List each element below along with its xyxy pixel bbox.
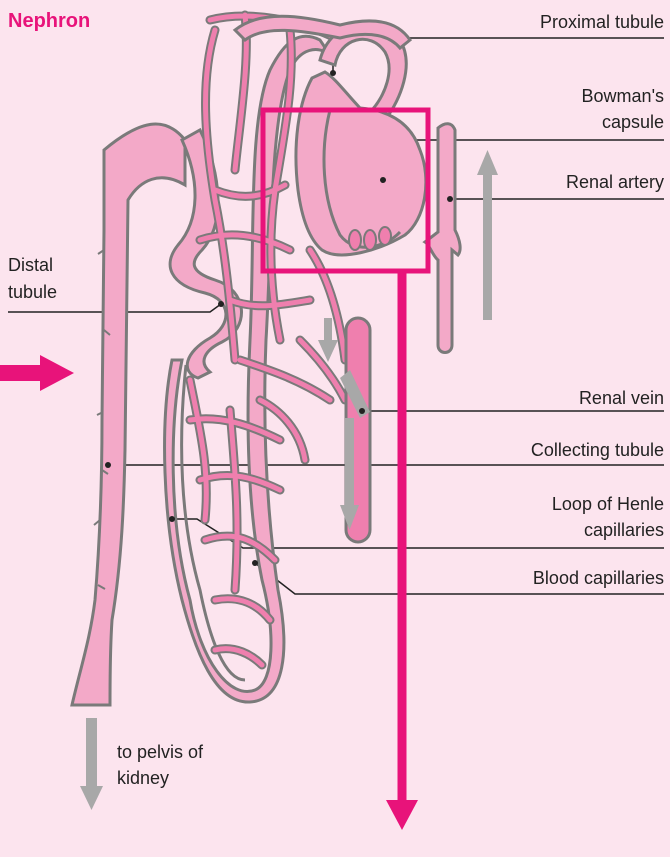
label-blood-capillaries: Blood capillaries xyxy=(533,566,664,590)
label-distal-tubule-line2: tubule xyxy=(8,280,57,304)
bowmans-capsule-shape xyxy=(296,72,426,255)
magenta-down-arrow-head xyxy=(386,800,418,830)
left-magenta-arrow xyxy=(0,355,74,391)
label-loop-of-henle-line2: capillaries xyxy=(584,518,664,542)
label-renal-artery: Renal artery xyxy=(566,170,664,194)
diagram-title: Nephron xyxy=(8,10,90,33)
label-proximal-tubule: Proximal tubule xyxy=(540,10,664,34)
label-distal-tubule-line1: Distal xyxy=(8,253,53,277)
label-bowmans-capsule-line1: Bowman's xyxy=(582,84,664,108)
label-bowmans-capsule-line2: capsule xyxy=(602,110,664,134)
label-loop-of-henle-line1: Loop of Henle xyxy=(552,492,664,516)
label-collecting-tubule: Collecting tubule xyxy=(531,438,664,462)
label-renal-vein: Renal vein xyxy=(579,386,664,410)
label-to-pelvis-line1: to pelvis of xyxy=(117,740,203,764)
label-to-pelvis-line2: kidney xyxy=(117,766,169,790)
